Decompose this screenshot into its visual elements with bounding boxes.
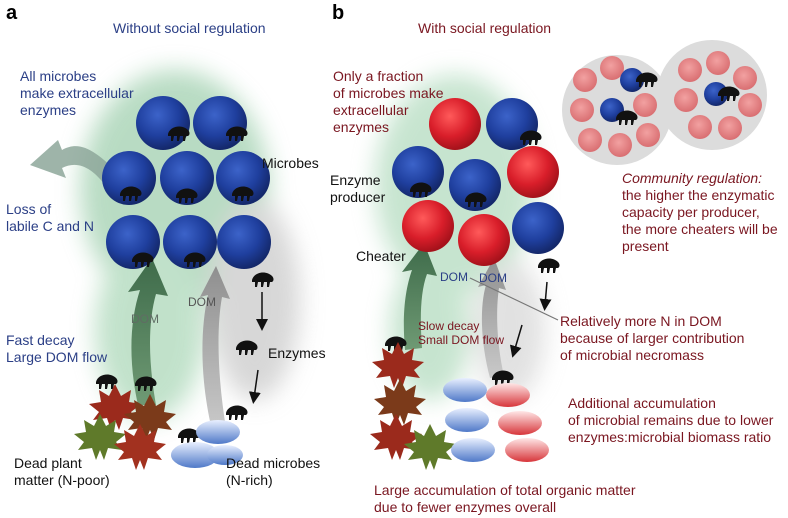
microbe-producer — [160, 151, 214, 205]
fast-decay-label: Fast decay Large DOM flow — [6, 332, 108, 365]
microbe-producer — [136, 96, 190, 150]
dead-microbes-label: Dead microbes (N-rich) — [226, 455, 321, 488]
enzyme-producer-label: Enzyme producer — [330, 172, 386, 205]
dom-arrow-green-b — [402, 243, 437, 350]
panel-b — [370, 40, 767, 470]
enzymes-label: Enzymes — [268, 345, 326, 361]
panel-b-title: With social regulation — [418, 20, 552, 36]
enzyme-arrow-b2 — [509, 324, 523, 358]
fraction-label: Only a fraction of microbes make extrace… — [333, 68, 444, 135]
dom-label-a-right: DOM — [188, 295, 216, 309]
dom-arrow-green-a — [128, 258, 168, 405]
panel-a-dead-microbes — [171, 420, 243, 468]
microbe-cheater — [458, 214, 510, 266]
dom-label-a-left: DOM — [131, 312, 159, 326]
panel-b-microbes — [392, 98, 564, 266]
loss-label: Loss of labile C and N — [6, 201, 94, 234]
dom-arrow-grey-a — [200, 266, 230, 430]
panel-b-dead-microbes — [443, 378, 549, 462]
panel-a-microbes — [102, 96, 271, 269]
microbe-cheater — [507, 146, 559, 198]
all-microbes-label: All microbes make extracellular enzymes — [20, 68, 134, 118]
microbe-producer — [163, 215, 217, 269]
microbe-producer — [392, 146, 444, 198]
loss-arrow — [30, 140, 120, 185]
enzyme-arrow-a2 — [248, 369, 261, 404]
additional-label: Additional accumulation of microbial rem… — [568, 395, 774, 445]
microbe-producer — [216, 151, 270, 205]
large-accum-label: Large accumulation of total organic matt… — [374, 482, 636, 515]
microbe-producer — [193, 96, 247, 150]
microbe-producer — [449, 159, 501, 211]
dead-plant-label: Dead plant matter (N-poor) — [14, 455, 110, 488]
dom-label-b-right: DOM — [479, 271, 507, 285]
cheater-label: Cheater — [356, 248, 406, 264]
microbe-producer — [217, 215, 271, 269]
dom-label-b-left: DOM — [440, 270, 468, 284]
dom-arrow-grey-b — [478, 258, 506, 378]
microbe-cheater — [402, 200, 454, 252]
panel-a-title: Without social regulation — [113, 20, 266, 36]
more-n-pointer — [469, 277, 559, 321]
microbes-label: Microbes — [262, 155, 319, 171]
more-n-label: Relatively more N in DOM because of larg… — [560, 313, 745, 363]
slow-decay-label: Slow decay Small DOM flow — [418, 319, 505, 347]
enzyme-arrow-b1 — [539, 281, 552, 311]
panel-a-letter: a — [6, 2, 18, 24]
community-groups — [562, 40, 767, 165]
microbe-producer — [102, 151, 156, 205]
panel-b-letter: b — [332, 2, 345, 24]
microbe-cheater — [429, 98, 481, 150]
community-text: the higher the enzymatic capacity per pr… — [622, 187, 778, 254]
panel-a — [30, 70, 300, 470]
microbe-producer — [512, 202, 564, 254]
community-title: Community regulation: — [622, 170, 763, 186]
